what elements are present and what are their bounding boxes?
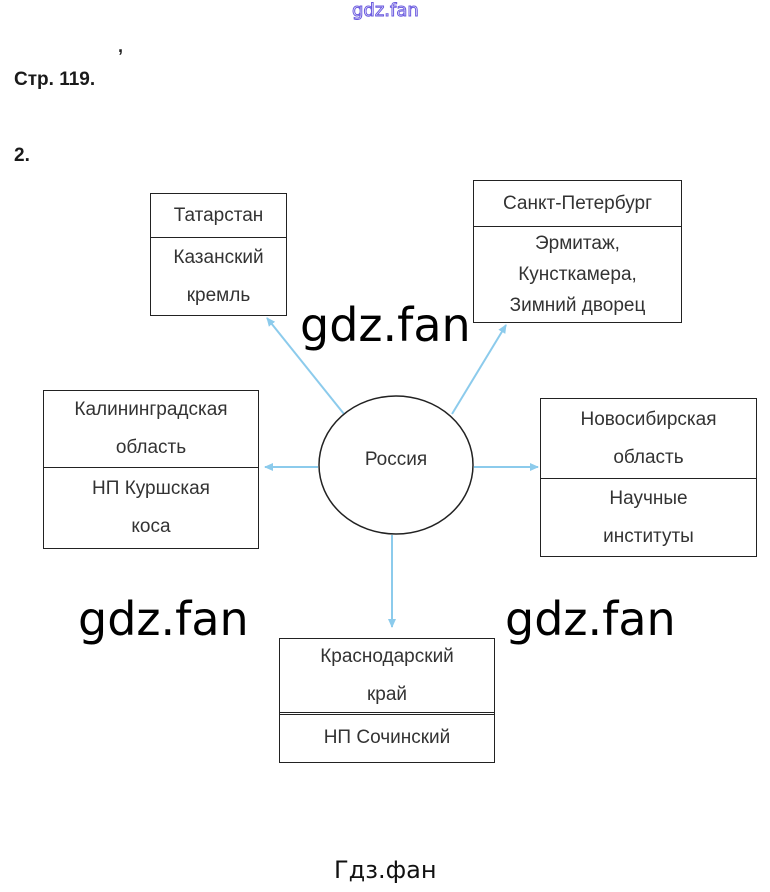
- node-tatarstan: Татарстан Казанский кремль: [150, 193, 287, 316]
- node-sight: НП Сочинский: [323, 726, 451, 748]
- stray-mark: ,: [118, 36, 124, 56]
- arrow-to-spb: [451, 324, 507, 415]
- node-sight: Эрмитаж, Кунсткамера, Зимний дворец: [509, 233, 646, 316]
- center-label: Россия: [364, 449, 428, 470]
- watermark-left: gdz.fan: [78, 592, 249, 646]
- node-region: Татарстан: [151, 194, 286, 238]
- node-spb: Санкт-Петербург Эрмитаж, Кунсткамера, Зи…: [473, 180, 682, 323]
- node-krasnodar: Краснодарский край НП Сочинский: [279, 638, 495, 763]
- node-kaliningrad: Калининградская область НП Куршская коса: [43, 390, 259, 549]
- task-number: 2.: [14, 145, 30, 166]
- node-region: Калининградская область: [44, 391, 258, 468]
- watermark-bottom: Гдз.фан: [334, 856, 437, 884]
- watermark-right: gdz.fan: [505, 592, 676, 646]
- node-novosibirsk: Новосибирская область Научные институты: [540, 398, 757, 557]
- page-number: Стр. 119.: [14, 69, 96, 90]
- watermark-top: gdz.fan: [352, 0, 420, 22]
- node-sight: Научные институты: [603, 487, 694, 547]
- node-region: Новосибирская область: [541, 399, 756, 479]
- node-region: Краснодарский край: [280, 639, 494, 715]
- node-sight: Казанский кремль: [173, 246, 264, 306]
- center-ellipse: [318, 395, 474, 535]
- arrow-to-tatarstan: [266, 317, 345, 415]
- node-sight: НП Куршская коса: [92, 478, 210, 537]
- node-region: Санкт-Петербург: [474, 181, 681, 227]
- watermark-middle: gdz.fan: [300, 298, 471, 352]
